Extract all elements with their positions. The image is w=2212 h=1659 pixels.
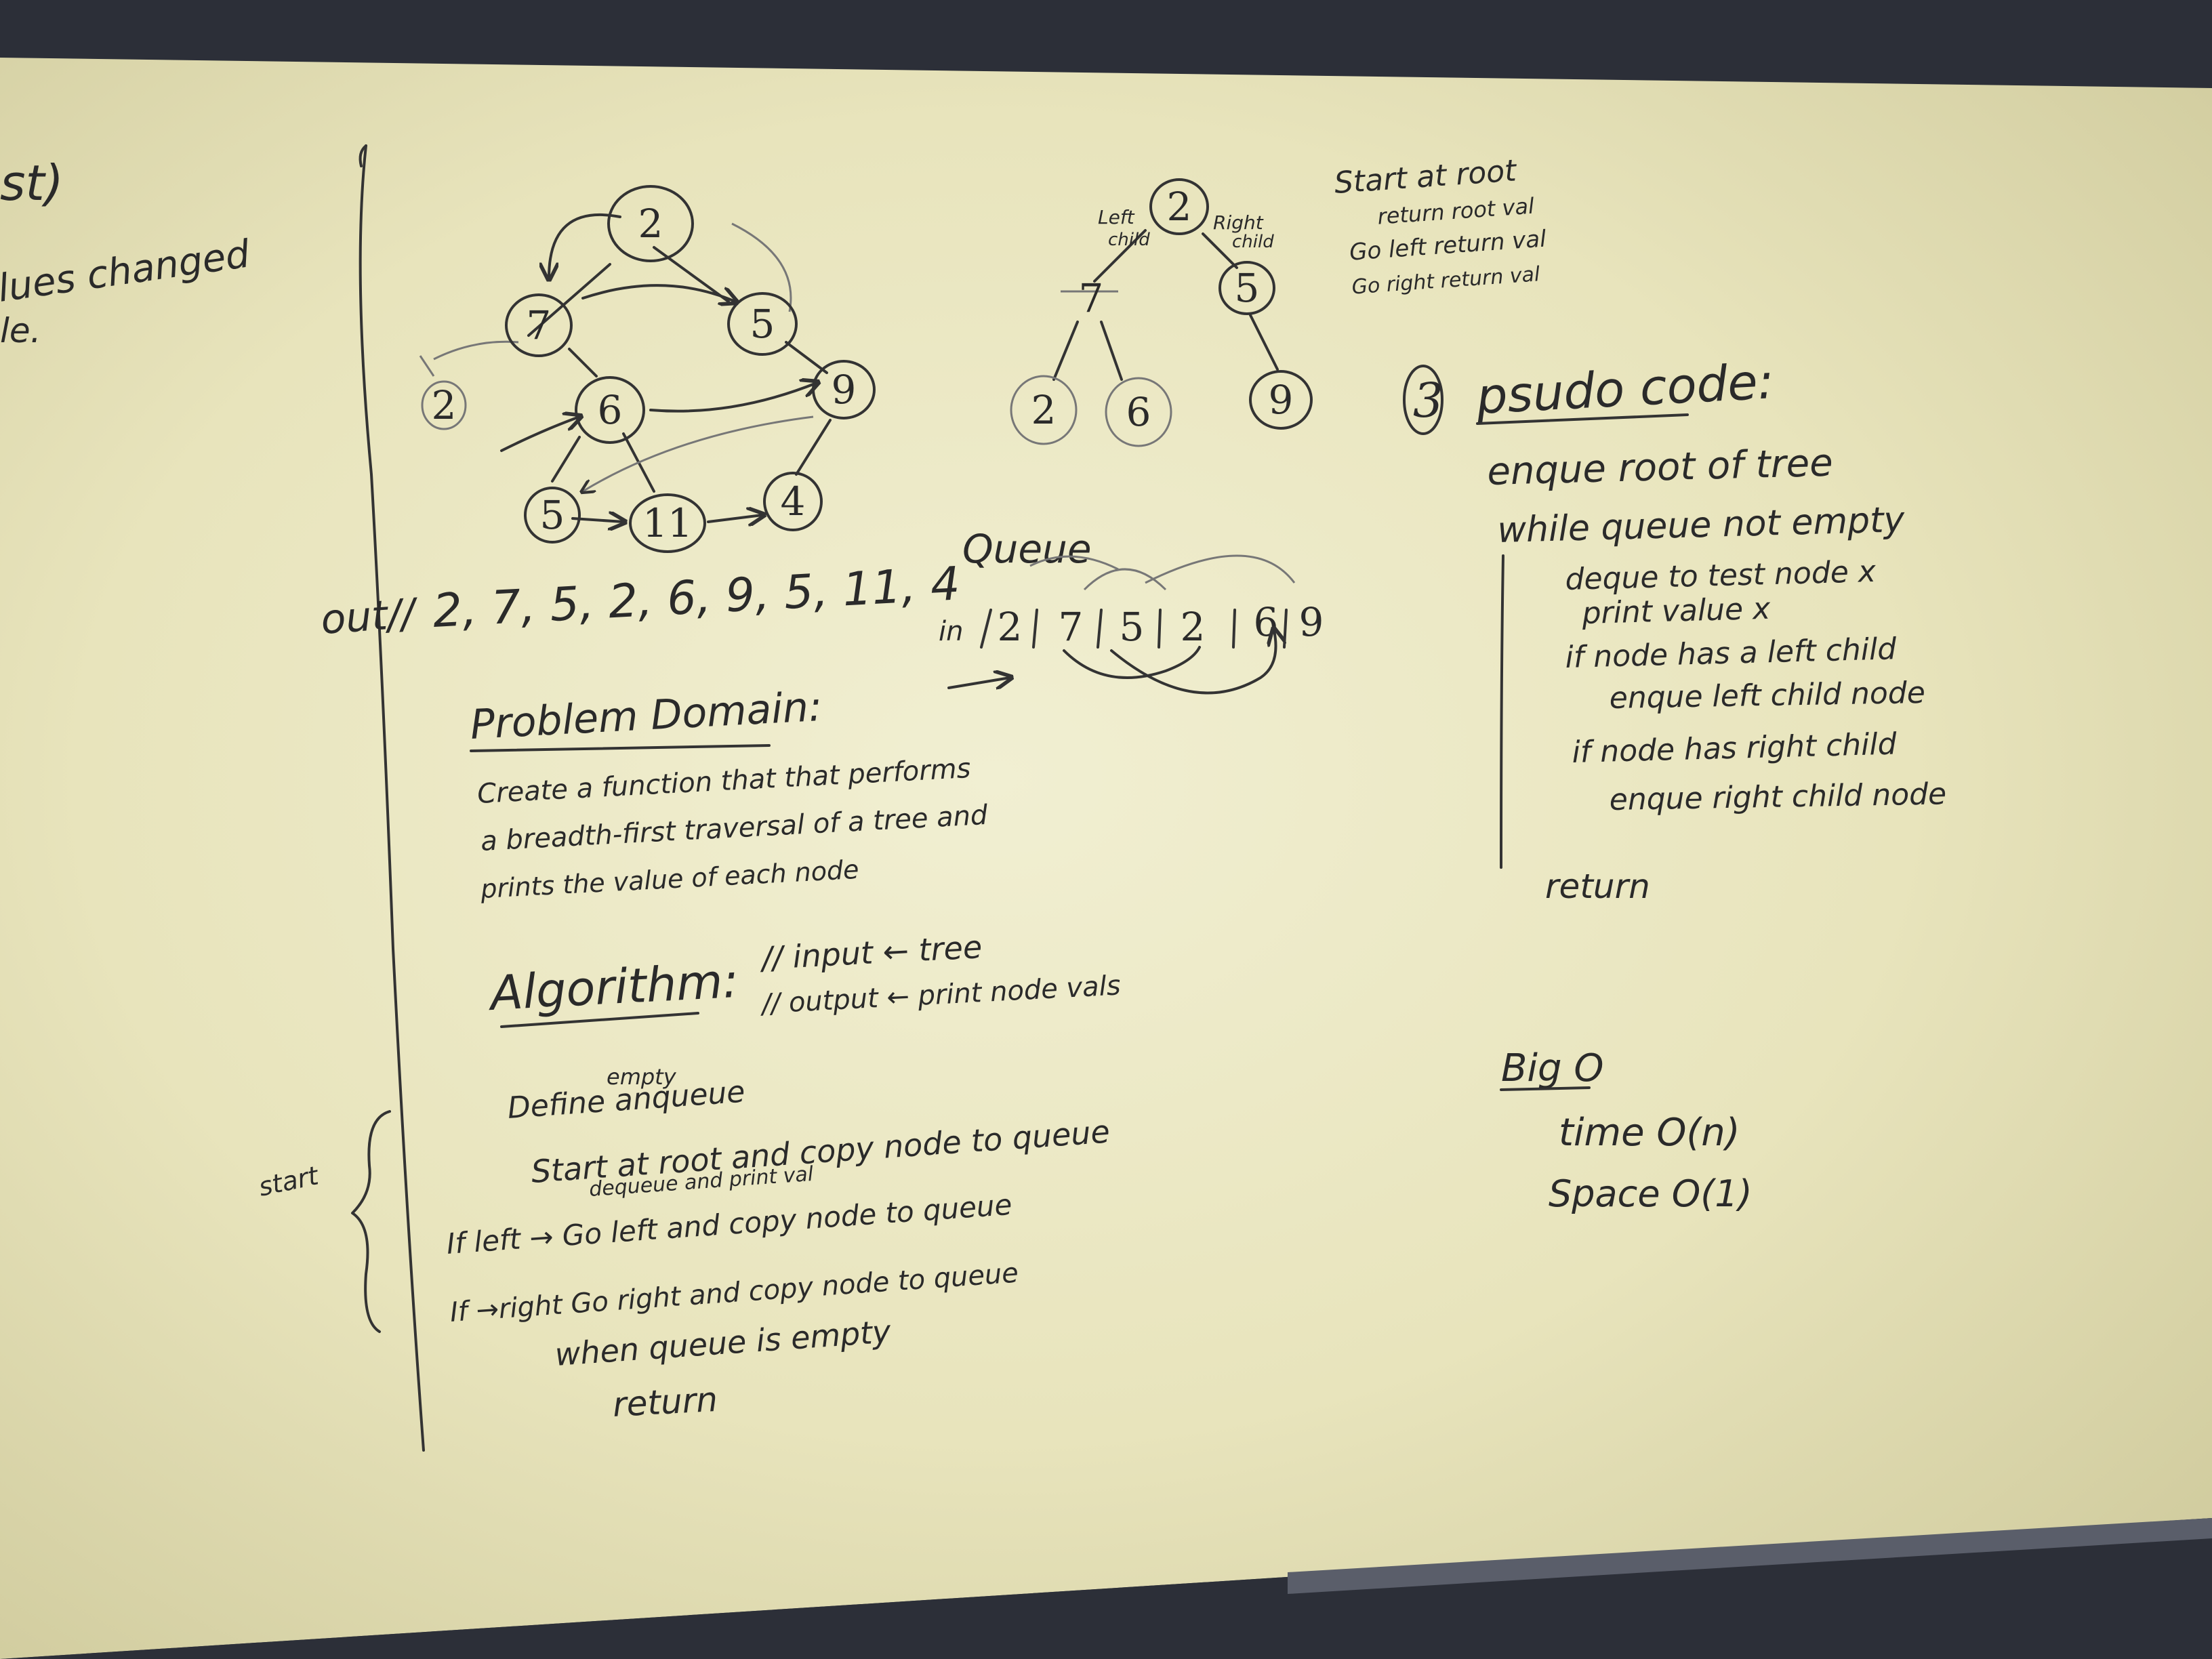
- divider-line: [359, 144, 425, 1452]
- tree1-node-label: 4: [781, 478, 806, 525]
- algorithm-line: return: [612, 1380, 719, 1425]
- pseudocode-line: enque right child node: [1609, 777, 1946, 817]
- queue-prefix: in: [939, 616, 963, 647]
- queue-label: Queue: [962, 526, 1092, 572]
- queue-diagram: Queue in 2 7 5 2 6 9: [939, 526, 1324, 695]
- tree2-node-label: 5: [1235, 265, 1260, 311]
- tree-diagram-2: 2 Left child Right child 7 5 2 6 9: [1010, 178, 1313, 447]
- tree2-left-label-2: child: [1108, 230, 1150, 250]
- tree2-node-label: 9: [1269, 377, 1294, 423]
- tree2-right-label-1: Right: [1213, 211, 1264, 234]
- board-frame-top: [0, 0, 2212, 88]
- tree2-root-label: 2: [1167, 184, 1192, 230]
- bigo-title: Big O: [1501, 1046, 1603, 1090]
- queue-cell: 5: [1120, 604, 1145, 650]
- pseudocode-line: print value x: [1581, 592, 1771, 631]
- algorithm-title: Algorithm:: [487, 953, 740, 1021]
- tree1-node-label: 2: [638, 201, 663, 247]
- board-surface: [0, 58, 2212, 1659]
- tree2-node-label: 2: [1031, 387, 1057, 433]
- divider-hook: [359, 144, 367, 167]
- queue-cell: 2: [1181, 604, 1206, 650]
- tree2-node-label: 7: [1079, 275, 1104, 321]
- queue-cell: 9: [1299, 599, 1324, 645]
- tree2-left-label-1: Left: [1098, 206, 1135, 228]
- queue-cell: 2: [998, 604, 1023, 650]
- tree1-node-label: 5: [750, 301, 775, 347]
- tree1-node-label: 11: [642, 500, 693, 546]
- board-tray: [1288, 1518, 2212, 1594]
- pseudocode-line: if node has right child: [1572, 726, 1898, 770]
- tree1-node-label: 6: [598, 387, 623, 433]
- queue-cell: 7: [1059, 604, 1084, 650]
- pseudocode-number: 3: [1413, 373, 1443, 428]
- left-fragment-1: st): [0, 155, 64, 211]
- algorithm-brace: [351, 1110, 391, 1333]
- output-label: out//: [319, 590, 420, 644]
- pseudocode-section: 3 psudo code: enque root of tree while q…: [1403, 352, 1947, 906]
- tree1-node-label: 7: [527, 302, 552, 348]
- bigo-space: Space O(1): [1549, 1172, 1753, 1215]
- algorithm-empty-note: empty: [607, 1064, 677, 1090]
- pseudocode-line: enque left child node: [1609, 676, 1925, 716]
- left-fragment-3: le.: [0, 311, 41, 350]
- bigo-section: Big O time O(n) Space O(1): [1500, 1046, 1753, 1215]
- tree1-node-label: 2: [432, 382, 457, 428]
- tree1-node-label: 9: [832, 367, 857, 413]
- pseudocode-line: deque to test node x: [1565, 554, 1877, 597]
- pseudocode-line: enque root of tree: [1487, 441, 1834, 494]
- bigo-time: time O(n): [1559, 1111, 1740, 1155]
- tree2-node-label: 6: [1126, 389, 1151, 435]
- tree-diagram-1: 2 7 5 2 6 9 5 11 4: [419, 185, 876, 553]
- tree1-node-label: 5: [540, 492, 565, 538]
- pseudocode-line: return: [1545, 867, 1650, 906]
- tree2-right-label-2: child: [1232, 232, 1274, 252]
